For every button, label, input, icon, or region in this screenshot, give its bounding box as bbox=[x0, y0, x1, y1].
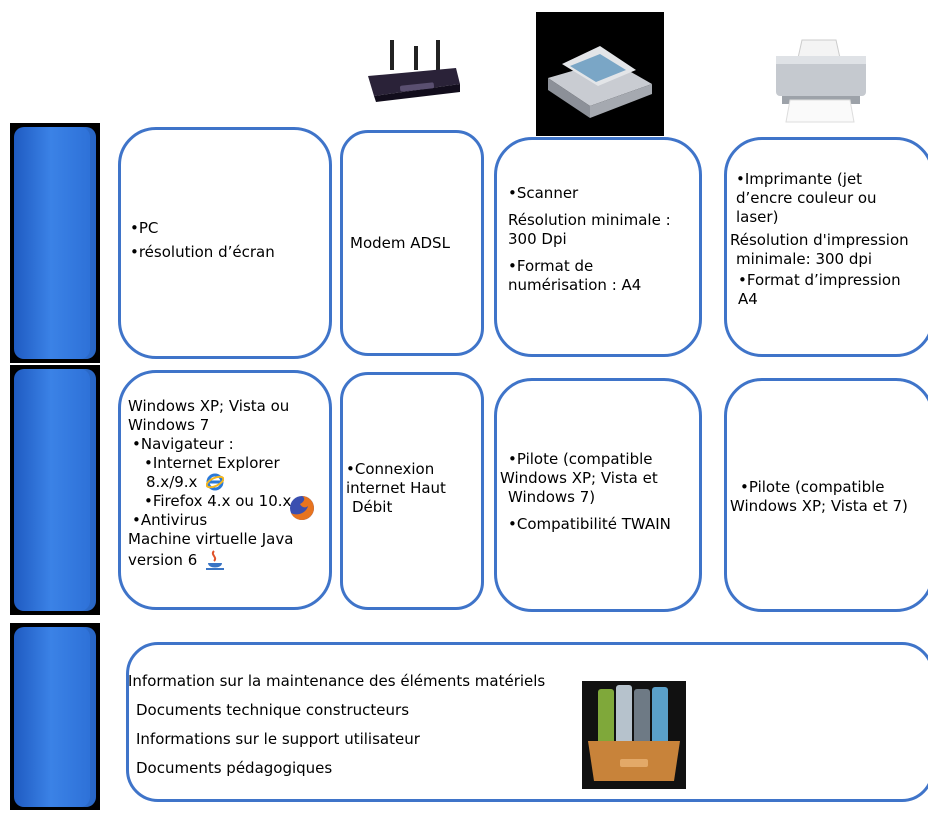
printer-title-3: laser) bbox=[736, 208, 779, 226]
printer-resolution-value: minimale: 300 dpi bbox=[736, 250, 873, 268]
scanner-driver-line-3: Windows 7) bbox=[508, 488, 596, 506]
pedagogical-docs-line: Documents pédagogiques bbox=[136, 759, 333, 777]
side-bar-documentation bbox=[14, 627, 96, 807]
connection-text: •Connexion internet Haut Débit bbox=[346, 460, 482, 517]
os-line-1: Windows XP; Vista ou bbox=[128, 397, 290, 415]
os-box bbox=[118, 370, 332, 610]
pc-line: •PC bbox=[130, 219, 159, 237]
printer-format-label: •Format d’impression bbox=[738, 271, 901, 289]
internet-explorer-icon bbox=[205, 473, 225, 491]
ie-line: •Internet Explorer bbox=[144, 454, 280, 472]
connection-line-2: internet Haut bbox=[346, 479, 446, 497]
printer-driver-line-2: Windows XP; Vista et 7) bbox=[730, 497, 908, 515]
twain-line: •Compatibilité TWAIN bbox=[508, 515, 671, 533]
side-bar-hardware bbox=[14, 127, 96, 359]
folders-icon bbox=[582, 681, 686, 789]
os-text: Windows XP; Vista ou Windows 7 •Navigate… bbox=[128, 397, 328, 571]
documentation-text: Information sur la maintenance des éléme… bbox=[128, 667, 588, 783]
java-version-text: version 6 bbox=[128, 551, 198, 569]
connection-line-1: •Connexion bbox=[346, 460, 435, 478]
technical-docs-line: Documents technique constructeurs bbox=[136, 701, 410, 719]
scanner-icon bbox=[548, 46, 652, 118]
ie-version: 8.x/9.x bbox=[128, 473, 328, 492]
printer-text: •Imprimante (jet d’encre couleur ou lase… bbox=[730, 170, 928, 309]
printer-title-2: d’encre couleur ou bbox=[736, 189, 877, 207]
screen-resolution-line: •résolution d’écran bbox=[130, 243, 275, 261]
scanner-driver-text: •Pilote (compatible Windows XP; Vista et… bbox=[500, 450, 700, 534]
printer-box bbox=[724, 137, 928, 357]
scanner-format-value: numérisation : A4 bbox=[508, 276, 642, 294]
printer-icon bbox=[776, 39, 866, 123]
pc-box bbox=[118, 127, 332, 359]
java-line-2: version 6 bbox=[128, 549, 328, 571]
support-info-line: Informations sur le support utilisateur bbox=[136, 730, 420, 748]
printer-driver-box bbox=[724, 378, 928, 612]
scanner-resolution-value: 300 Dpi bbox=[508, 230, 567, 248]
scanner-driver-line-1: •Pilote (compatible bbox=[508, 450, 653, 468]
connection-line-3: Débit bbox=[352, 498, 393, 516]
firefox-line: •Firefox 4.x ou 10.x bbox=[128, 492, 328, 511]
side-bar-software bbox=[14, 369, 96, 611]
java-line-1: Machine virtuelle Java bbox=[128, 530, 294, 548]
router-icon bbox=[368, 40, 460, 102]
maintenance-info-line: Information sur la maintenance des éléme… bbox=[128, 672, 546, 690]
os-line-2: Windows 7 bbox=[128, 416, 210, 434]
printer-title-1: •Imprimante (jet bbox=[736, 170, 863, 188]
antivirus-line: •Antivirus bbox=[132, 511, 208, 529]
pc-text: •PC •résolution d’écran bbox=[130, 216, 330, 264]
documentation-box bbox=[126, 642, 928, 802]
firefox-icon bbox=[290, 496, 314, 520]
scanner-driver-box bbox=[494, 378, 702, 612]
printer-driver-text: •Pilote (compatible Windows XP; Vista et… bbox=[730, 478, 928, 516]
ie-version-text: 8.x/9.x bbox=[146, 473, 198, 491]
java-icon bbox=[206, 550, 225, 570]
scanner-title: •Scanner bbox=[508, 184, 579, 202]
scanner-driver-line-2: Windows XP; Vista et bbox=[500, 469, 658, 487]
modem-text: Modem ADSL bbox=[350, 234, 450, 252]
scanner-text: •Scanner Résolution minimale : 300 Dpi •… bbox=[508, 184, 698, 295]
printer-resolution-label: Résolution d'impression bbox=[730, 231, 909, 249]
printer-driver-line-1: •Pilote (compatible bbox=[740, 478, 885, 496]
scanner-box bbox=[494, 137, 702, 357]
modem-box bbox=[340, 130, 484, 356]
connection-box bbox=[340, 372, 484, 610]
firefox-text: •Firefox 4.x ou 10.x bbox=[144, 492, 292, 510]
printer-format-value: A4 bbox=[738, 290, 758, 308]
browser-label: •Navigateur : bbox=[132, 435, 234, 453]
scanner-resolution-label: Résolution minimale : bbox=[508, 211, 671, 229]
scanner-format-label: •Format de bbox=[508, 257, 594, 275]
